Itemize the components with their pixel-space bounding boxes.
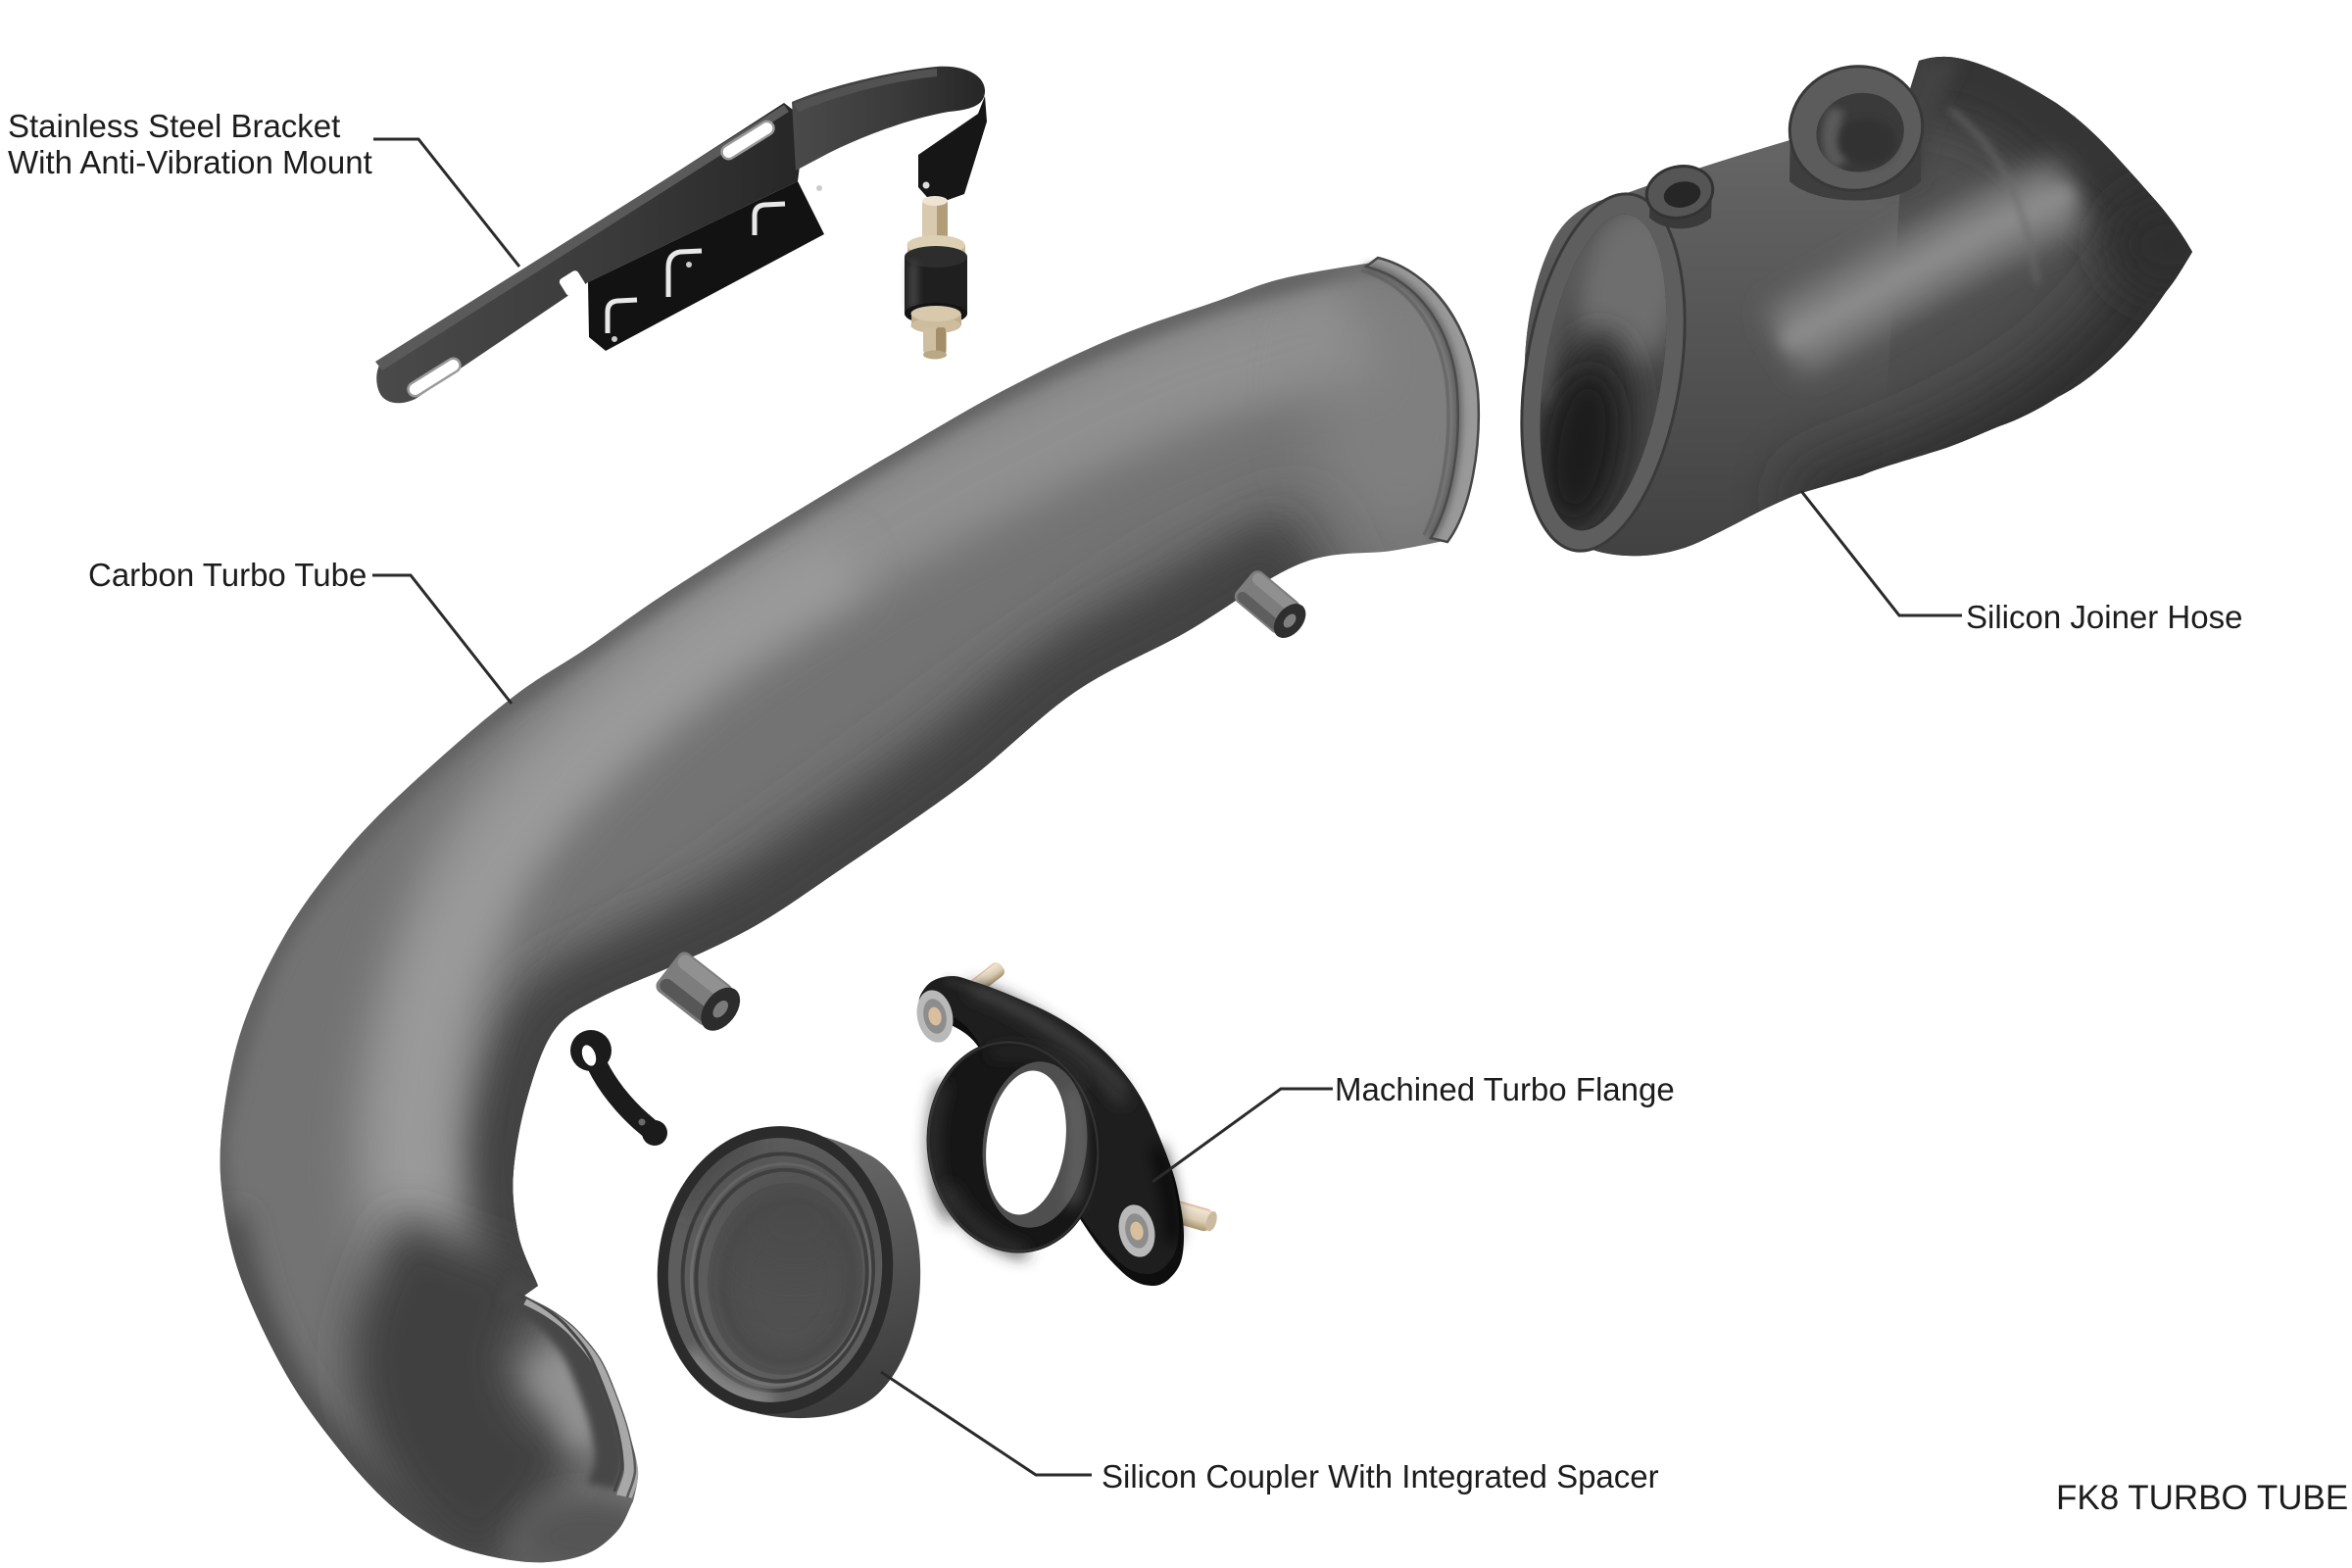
- svg-text:Silicon Joiner Hose: Silicon Joiner Hose: [1966, 599, 2242, 635]
- svg-text:Carbon Turbo Tube: Carbon Turbo Tube: [88, 557, 367, 593]
- svg-text:Machined Turbo Flange: Machined Turbo Flange: [1335, 1071, 1675, 1107]
- svg-text:FK8 TURBO TUBE: FK8 TURBO TUBE: [2056, 1479, 2348, 1517]
- svg-text:With Anti-Vibration Mount: With Anti-Vibration Mount: [8, 144, 372, 180]
- svg-text:Silicon Coupler With Integrate: Silicon Coupler With Integrated Spacer: [1102, 1458, 1659, 1494]
- svg-text:Stainless Steel Bracket: Stainless Steel Bracket: [8, 108, 340, 144]
